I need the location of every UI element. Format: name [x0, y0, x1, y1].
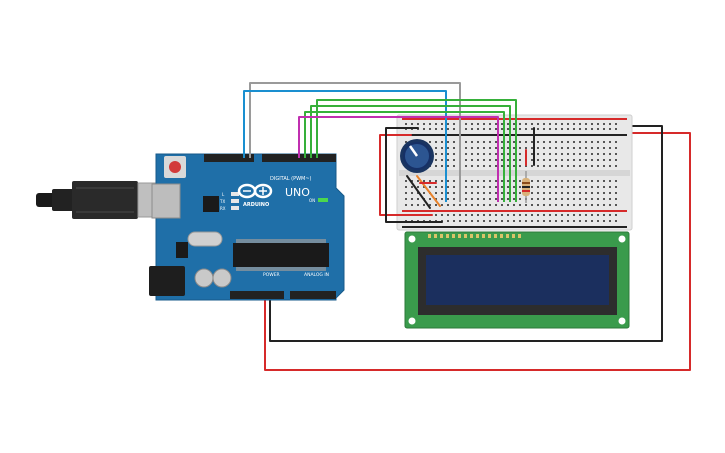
potentiometer[interactable]	[400, 139, 434, 173]
wire-red-bb-jumper[interactable]	[379, 134, 433, 216]
led-rx	[231, 206, 239, 210]
led-l	[231, 192, 239, 196]
header-analog	[290, 291, 336, 299]
usb-cable	[36, 181, 171, 219]
wire-gray-d13[interactable]	[249, 82, 461, 202]
on-label: ON	[309, 198, 315, 203]
wire-black-bb-jumper[interactable]	[385, 127, 443, 223]
power-label: POWER	[263, 272, 280, 278]
lcd-screen	[426, 255, 609, 305]
lcd-16x2-module[interactable]	[404, 231, 630, 329]
wire-black-gnd[interactable]	[269, 125, 663, 342]
brand-label: ARDUINO	[243, 202, 269, 208]
power-jack	[149, 266, 185, 296]
led-on	[318, 198, 328, 202]
l-label: L	[222, 192, 225, 197]
wire-black-pot[interactable]	[406, 175, 431, 209]
tx-label: TX	[219, 199, 225, 204]
analog-label: ANALOG IN	[304, 272, 329, 278]
atmega-chip	[233, 243, 329, 267]
header-power	[230, 291, 284, 299]
wire-green-d5[interactable]	[316, 99, 517, 202]
wire-blue-d12[interactable]	[243, 90, 447, 202]
arduino-logo-icon	[237, 183, 273, 199]
led-tx	[231, 199, 239, 203]
wire-red-5v[interactable]	[264, 132, 691, 371]
wire-orange-pot[interactable]	[416, 175, 441, 207]
wire-green-d4[interactable]	[310, 105, 511, 202]
lcd-pin-header	[428, 234, 521, 238]
wire-magenta-d2[interactable]	[298, 116, 499, 202]
digital-label: DIGITAL (PWM~)	[270, 176, 312, 182]
header-digital-high	[204, 154, 254, 162]
wire-green-d3[interactable]	[304, 111, 505, 202]
rx-label: RX	[220, 206, 226, 211]
breadboard[interactable]	[396, 114, 633, 231]
model-label: UNO	[285, 186, 310, 199]
resistor[interactable]	[522, 171, 530, 203]
arduino-uno-board[interactable]: L TX RX ON ARDUINO UNO DIGITAL (PWM~) PO…	[149, 153, 345, 301]
